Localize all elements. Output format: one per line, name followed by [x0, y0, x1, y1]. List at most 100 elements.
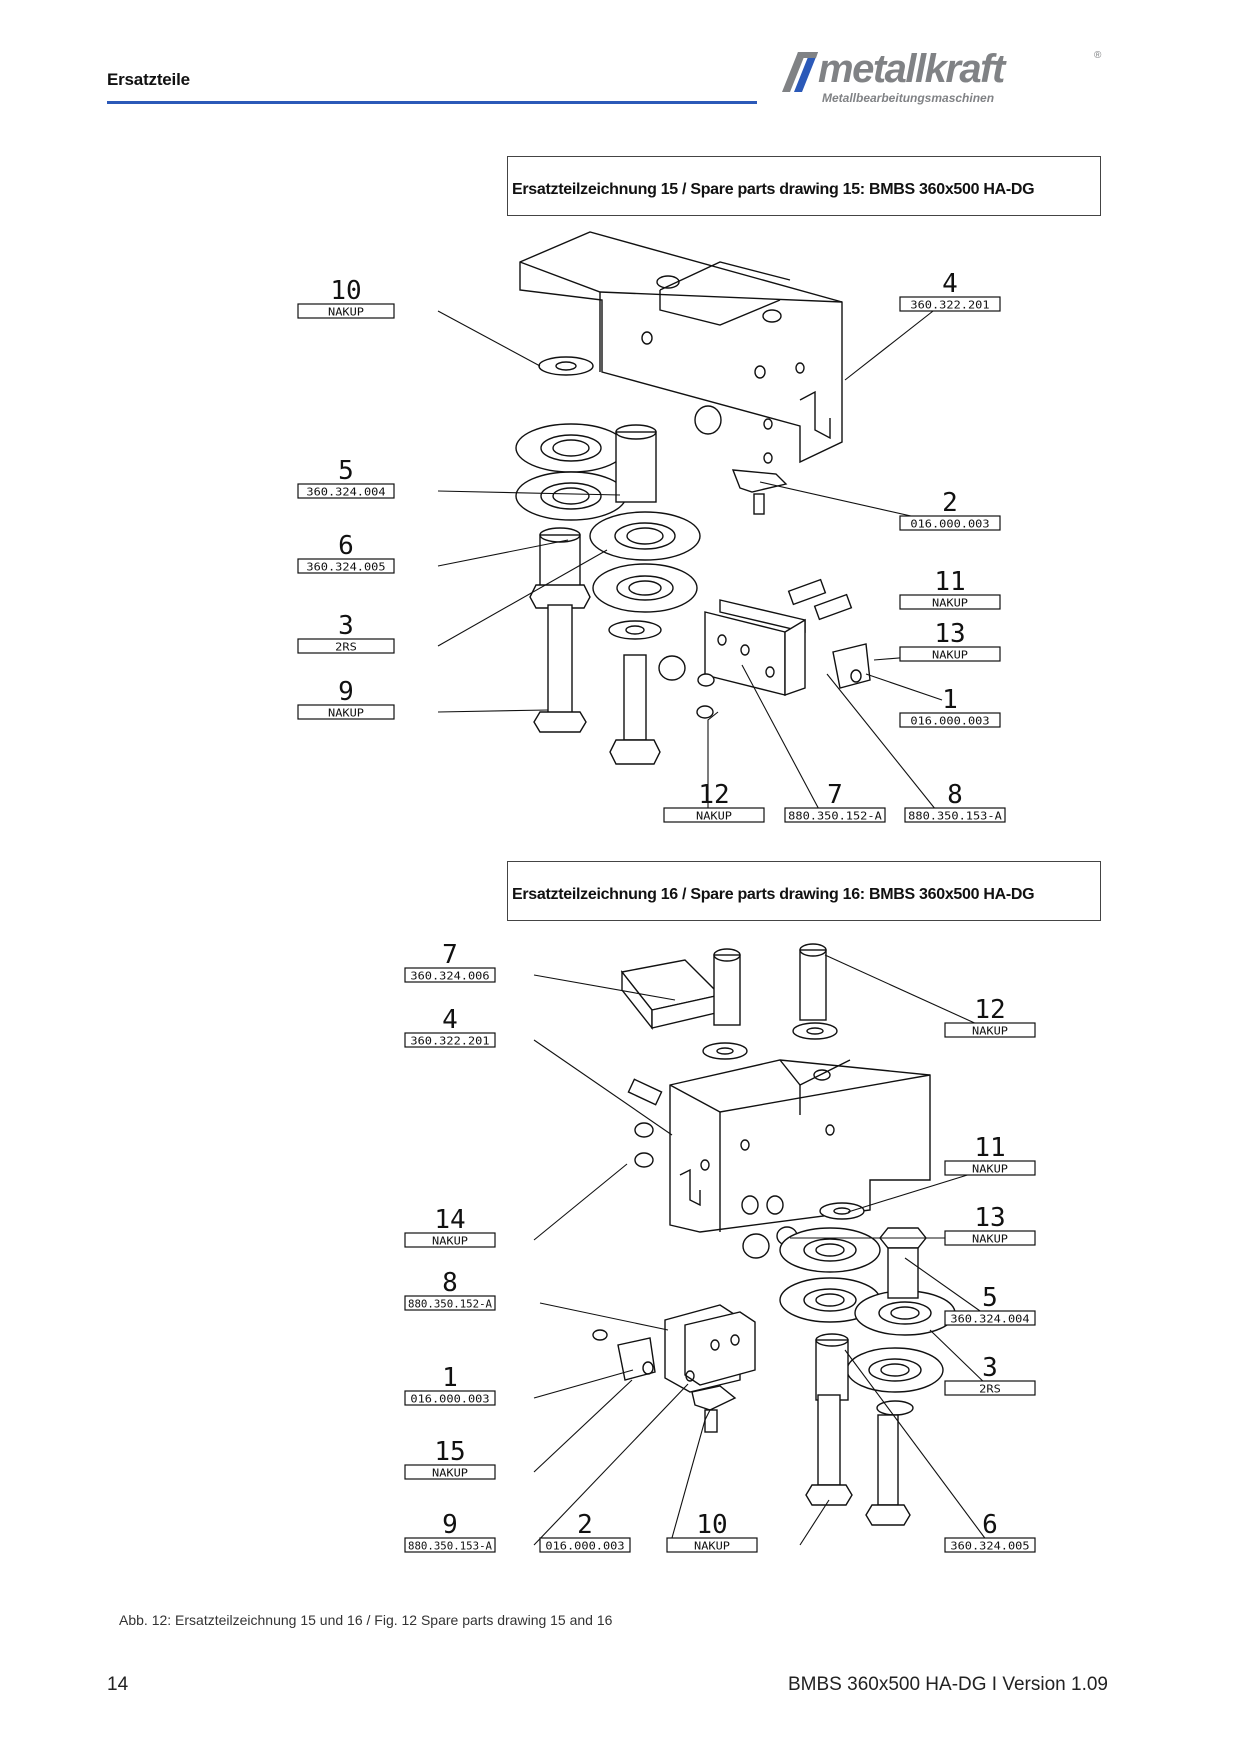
callout-number: 2 [942, 488, 958, 518]
callout-part-code: NAKUP [972, 1163, 1008, 1176]
callout-number: 6 [338, 531, 354, 561]
callout-number: 3 [982, 1353, 998, 1383]
callout-part-code: 360.322.201 [410, 1035, 489, 1048]
callout-box [944, 1230, 1036, 1246]
callout-box [944, 1537, 1036, 1553]
callout-number: 13 [934, 619, 965, 649]
callout-box [297, 638, 395, 654]
callout-number: 3 [338, 611, 354, 641]
drawing16-parts [592, 943, 956, 1526]
callout-number: 8 [947, 780, 963, 810]
callout-box [404, 1464, 496, 1480]
callout-part-code: NAKUP [432, 1467, 468, 1480]
callout-box [297, 558, 395, 574]
callout-part-code: 016.000.003 [545, 1540, 624, 1553]
callout-box [944, 1022, 1036, 1038]
callout-number: 9 [442, 1510, 458, 1540]
callout-number: 6 [982, 1510, 998, 1540]
callout-number: 9 [338, 677, 354, 707]
page-number: 14 [107, 1674, 129, 1695]
spare-parts-drawings: 10NAKUP4360.322.2015360.324.0042016.000.… [297, 231, 1036, 1553]
callout-number: 12 [698, 780, 729, 810]
drawing16-callouts: 7360.324.00612NAKUP4360.322.20111NAKUP14… [404, 940, 1036, 1553]
callout-part-code: NAKUP [694, 1540, 730, 1553]
figure-caption: Abb. 12: Ersatzteilzeichnung 15 und 16 /… [119, 1612, 613, 1628]
callout-box [404, 1390, 496, 1406]
callout-box [944, 1310, 1036, 1326]
drawing15-parts [515, 231, 871, 765]
callout-part-code: 880.350.153-A [408, 1540, 492, 1553]
callout-part-code: 360.324.005 [950, 1540, 1029, 1553]
callout-box [899, 296, 1001, 312]
callout-box [899, 594, 1001, 610]
callout-part-code: NAKUP [696, 810, 732, 823]
logo-word: metallkraft [818, 47, 1005, 91]
callout-number: 1 [942, 685, 958, 715]
callout-part-code: 360.324.004 [306, 486, 386, 499]
callout-number: 15 [434, 1437, 465, 1467]
callout-number: 1 [442, 1363, 458, 1393]
callout-number: 2 [577, 1510, 593, 1540]
callout-part-code: NAKUP [972, 1025, 1008, 1038]
callout-part-code: 2RS [979, 1383, 1001, 1396]
callout-number: 11 [934, 567, 965, 597]
callout-number: 12 [974, 995, 1005, 1025]
callout-part-code: 016.000.003 [910, 518, 989, 531]
callout-box [899, 712, 1001, 728]
logo-subtitle: Metallbearbeitungsmaschinen [822, 91, 995, 105]
callout-part-code: 360.324.005 [306, 561, 385, 574]
callout-part-code: 2RS [335, 641, 357, 654]
callout-box [899, 646, 1001, 662]
callout-part-code: NAKUP [932, 649, 968, 662]
callout-part-code: NAKUP [932, 597, 968, 610]
callout-box [404, 967, 496, 983]
header-rule [107, 101, 757, 104]
callout-number: 5 [338, 456, 354, 486]
callout-box [404, 1032, 496, 1048]
callout-box [784, 807, 886, 823]
callout-part-code: 880.350.152-A [408, 1298, 492, 1311]
callout-part-code: 016.000.003 [410, 1393, 489, 1406]
callout-number: 14 [434, 1205, 465, 1235]
callout-box [297, 303, 395, 319]
callout-box [297, 704, 395, 720]
callout-number: 4 [442, 1005, 458, 1035]
metallkraft-logo: metallkraft ® Metallbearbeitungsmaschine… [780, 46, 1110, 110]
callout-box [404, 1232, 496, 1248]
callout-part-code: 360.324.004 [950, 1313, 1030, 1326]
drawing16-leaders [533, 954, 991, 1546]
callout-part-code: 360.322.201 [910, 299, 989, 312]
callout-number: 5 [982, 1283, 998, 1313]
callout-part-code: 360.324.006 [410, 970, 489, 983]
callout-box [944, 1160, 1036, 1176]
callout-box [404, 1537, 496, 1553]
callout-part-code: 880.350.153-A [908, 810, 1002, 823]
callout-part-code: 880.350.152-A [788, 810, 882, 823]
callout-number: 7 [827, 780, 843, 810]
callout-part-code: NAKUP [328, 707, 364, 720]
callout-number: 8 [442, 1268, 458, 1298]
callout-part-code: NAKUP [328, 306, 364, 319]
callout-number: 11 [974, 1133, 1005, 1163]
callout-number: 10 [696, 1510, 727, 1540]
callout-number: 10 [330, 276, 361, 306]
drawing15-title-box: Ersatzteilzeichnung 15 / Spare parts dra… [507, 156, 1101, 216]
